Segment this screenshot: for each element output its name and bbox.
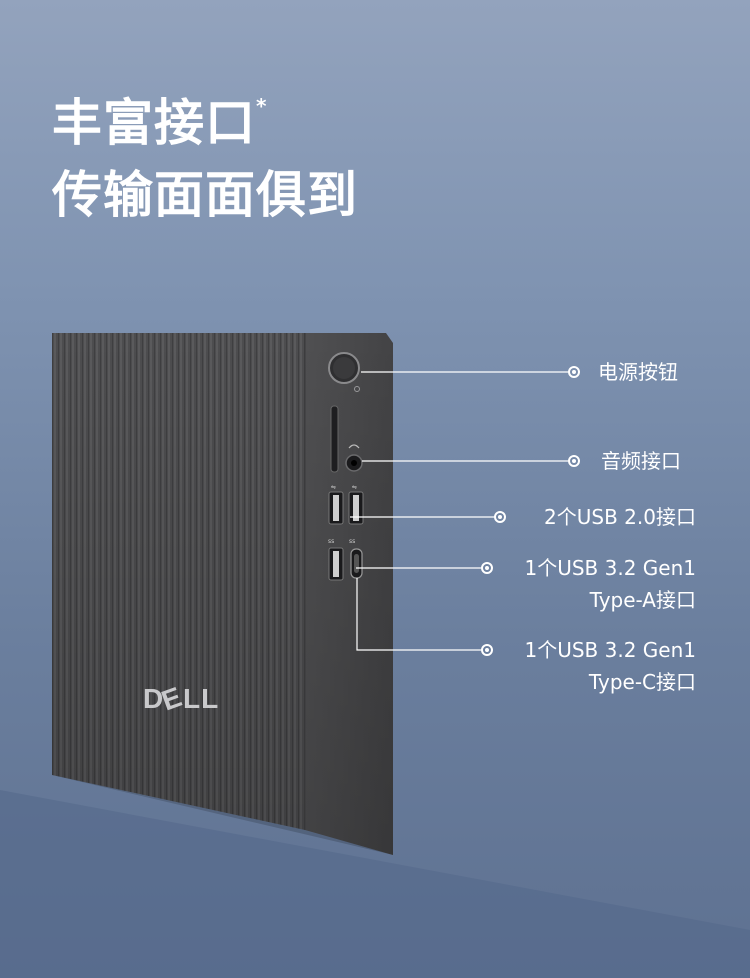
callout-usb32a: 1个USB 3.2 Gen1 Type-A接口 — [524, 552, 696, 616]
callout-marker-usb32c — [481, 644, 493, 656]
svg-text:⇋: ⇋ — [331, 484, 336, 491]
svg-text:ss: ss — [328, 538, 334, 545]
headline-line1: 丰富接口* — [52, 96, 267, 148]
callout-marker-usb32a — [481, 562, 493, 574]
svg-text:ss: ss — [349, 538, 355, 545]
callout-usb32a-label-line2: Type-A接口 — [589, 588, 696, 612]
callout-power: 电源按钮 — [598, 356, 678, 388]
callout-marker-power — [568, 366, 580, 378]
card-reader-slot — [330, 405, 339, 473]
callout-usb32c-label-line1: 1个USB 3.2 Gen1 — [524, 638, 696, 662]
svg-text:LL: LL — [183, 683, 219, 714]
callout-usb2: 2个USB 2.0接口 — [544, 501, 696, 533]
usb2-ports-icon: ⇋ ⇋ — [328, 484, 364, 525]
callout-audio-label: 音频接口 — [601, 449, 681, 473]
callout-power-label: 电源按钮 — [598, 360, 678, 384]
callout-marker-audio — [568, 455, 580, 467]
audio-jack-icon — [345, 444, 363, 472]
dell-logo: D E LL — [143, 681, 219, 717]
callout-usb32c: 1个USB 3.2 Gen1 Type-C接口 — [524, 634, 696, 698]
callout-marker-usb2 — [494, 511, 506, 523]
headline-line2: 传输面面俱到 — [52, 166, 358, 224]
power-button-icon — [328, 352, 360, 392]
callout-audio: 音频接口 — [601, 445, 681, 477]
callout-usb2-label: 2个USB 2.0接口 — [544, 505, 696, 529]
svg-text:⇋: ⇋ — [352, 484, 357, 491]
footnote-mark: * — [256, 94, 268, 118]
callout-leader-lines — [350, 371, 568, 651]
svg-text:D: D — [143, 683, 164, 714]
headline-text-1: 丰富接口 — [52, 94, 256, 152]
callout-usb32c-label-line2: Type-C接口 — [588, 670, 696, 694]
callout-usb32a-label-line1: 1个USB 3.2 Gen1 — [524, 556, 696, 580]
